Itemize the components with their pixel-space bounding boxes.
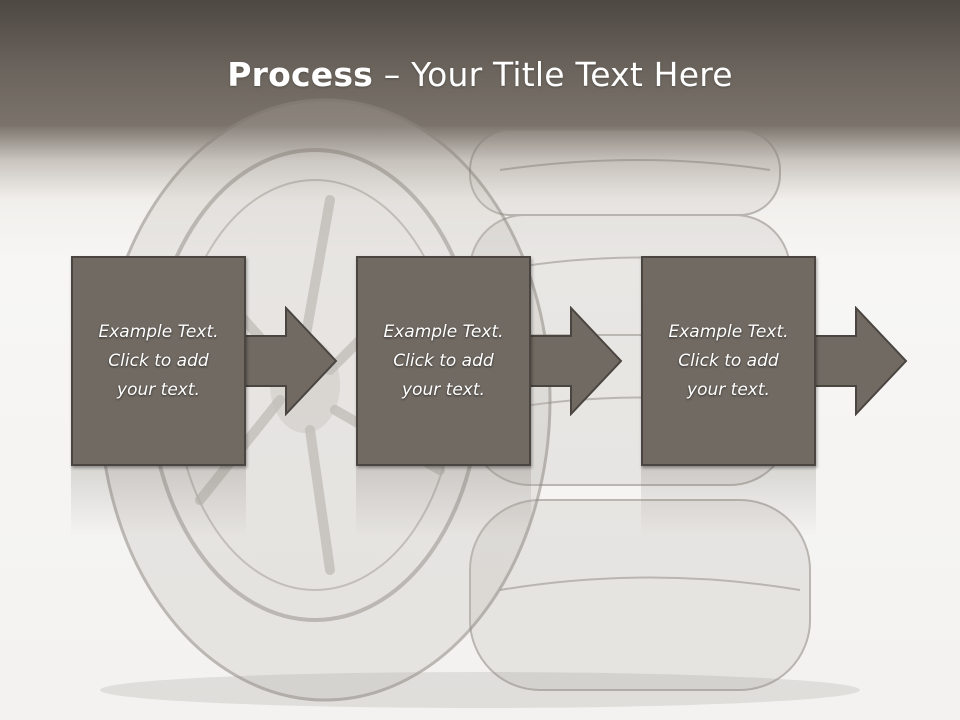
process-step-3[interactable]: Example Text. Click to add your text. — [641, 256, 816, 466]
step-text[interactable]: Example Text. Click to add your text. — [98, 321, 219, 400]
arrow-right-icon — [241, 306, 338, 416]
arrow-right-icon — [811, 306, 908, 416]
step-1-reflection — [71, 466, 246, 536]
process-step-2[interactable]: Example Text. Click to add your text. — [356, 256, 531, 466]
title-rest: – Your Title Text Here — [373, 55, 733, 94]
step-2-reflection — [356, 466, 531, 536]
step-3-reflection — [641, 466, 816, 536]
step-text[interactable]: Example Text. Click to add your text. — [668, 321, 789, 400]
step-box[interactable]: Example Text. Click to add your text. — [71, 256, 246, 466]
step-text[interactable]: Example Text. Click to add your text. — [383, 321, 504, 400]
arrow-right-icon — [526, 306, 623, 416]
slide-title[interactable]: Process – Your Title Text Here — [0, 52, 960, 98]
step-box[interactable]: Example Text. Click to add your text. — [641, 256, 816, 466]
title-bold: Process — [227, 55, 374, 94]
step-box[interactable]: Example Text. Click to add your text. — [356, 256, 531, 466]
process-step-1[interactable]: Example Text. Click to add your text. — [71, 256, 246, 466]
